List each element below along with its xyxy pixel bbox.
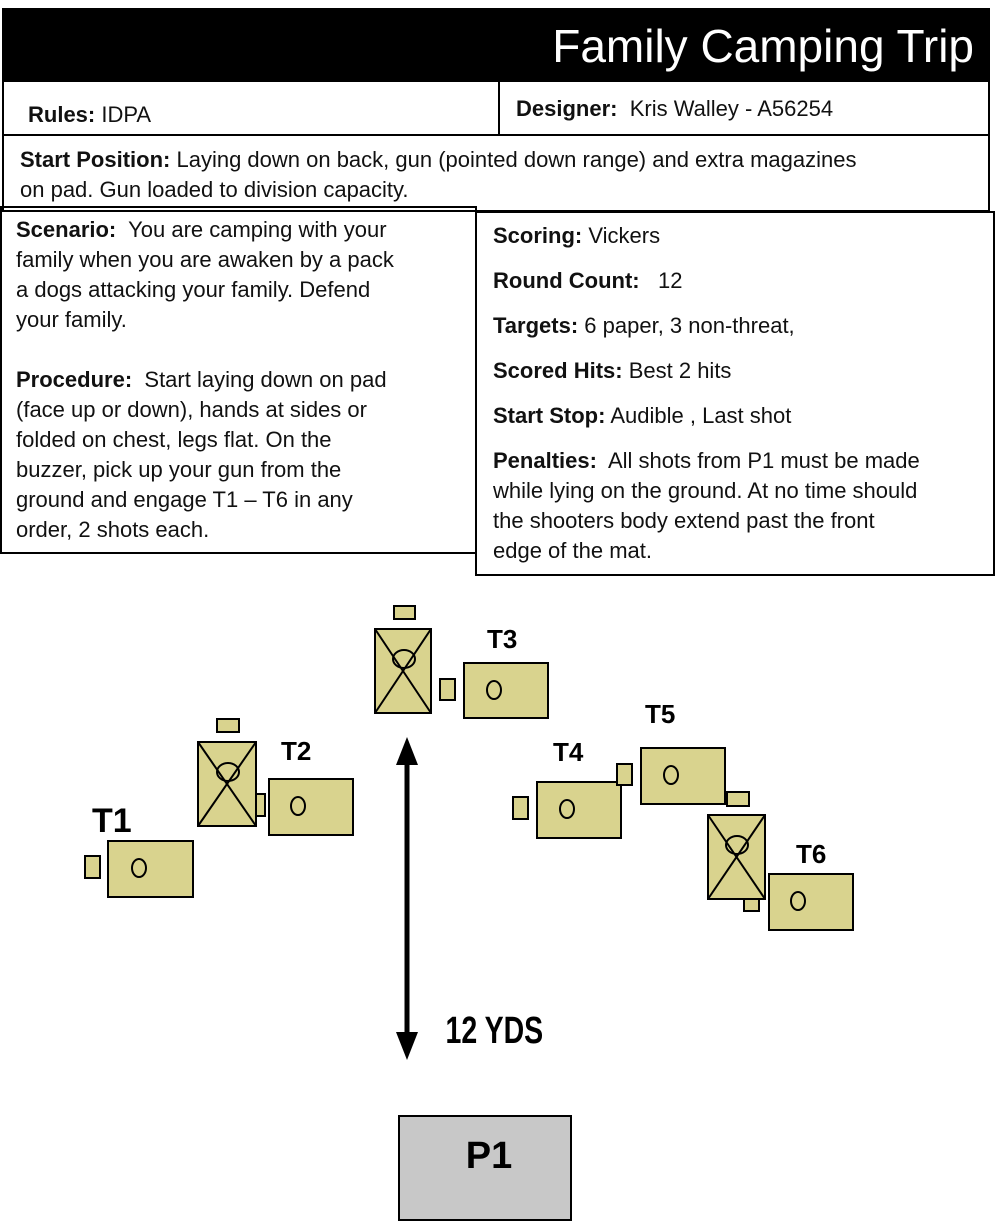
scoring-box: Scoring: Vickers Round Count: 12 Targets… bbox=[475, 211, 995, 576]
no-shoot-target-2-stand bbox=[393, 605, 416, 620]
t2-center-circle bbox=[290, 796, 306, 816]
penalties-label: Penalties: bbox=[493, 448, 597, 473]
scenario-label: Scenario: bbox=[16, 217, 117, 242]
target-t4 bbox=[536, 781, 622, 839]
round-count-value: 12 bbox=[657, 268, 683, 293]
scoring-value: Vickers bbox=[588, 223, 661, 248]
start-stop-value: Audible , Last shot bbox=[610, 403, 792, 428]
no-shoot-3-x-b bbox=[707, 814, 766, 900]
target-t6 bbox=[768, 873, 854, 931]
t4-center-circle bbox=[559, 799, 575, 819]
distance-arrow-head-down bbox=[396, 1032, 418, 1060]
shooting-position-p1 bbox=[398, 1115, 572, 1221]
procedure-line2: (face up or down), hands at sides or bbox=[16, 397, 367, 422]
target-t1-stand bbox=[84, 855, 101, 879]
start-position-label: Start Position: bbox=[20, 147, 171, 172]
no-shoot-target-1-stand bbox=[216, 718, 240, 733]
start-stop-label: Start Stop: bbox=[493, 403, 606, 428]
target-t1 bbox=[107, 840, 194, 898]
target-t2 bbox=[268, 778, 354, 836]
no-shoot-2-circle bbox=[392, 649, 416, 669]
procedure-line1: Start laying down on pad bbox=[144, 367, 387, 392]
label-t1: T1 bbox=[92, 802, 132, 840]
target-t5 bbox=[640, 747, 726, 805]
page-title: Family Camping Trip bbox=[552, 20, 974, 72]
no-shoot-1-x-b bbox=[197, 741, 257, 827]
designer-label: Designer: bbox=[516, 96, 618, 121]
label-t3: T3 bbox=[487, 624, 517, 654]
title-bar: Family Camping Trip bbox=[2, 8, 990, 82]
distance-arrow-head-up bbox=[396, 737, 418, 765]
t1-center-circle bbox=[131, 858, 147, 878]
target-t3 bbox=[463, 662, 549, 719]
penalties-line1: All shots from P1 must be made bbox=[607, 448, 920, 473]
scoring-label: Scoring: bbox=[493, 223, 583, 248]
designer-value: Kris Walley - A56254 bbox=[629, 96, 834, 121]
scenario-line3: a dogs attacking your family. Defend bbox=[16, 277, 371, 302]
t5-center-circle bbox=[663, 765, 679, 785]
target-t3-stand bbox=[439, 678, 456, 701]
t6-center-circle bbox=[790, 891, 806, 911]
target-t4-stand bbox=[512, 796, 529, 820]
target-t5-stand bbox=[616, 763, 633, 786]
targets-label: Targets: bbox=[493, 313, 579, 338]
no-shoot-1-circle bbox=[216, 762, 240, 782]
round-count-label: Round Count: bbox=[493, 268, 640, 293]
targets-value: 6 paper, 3 non-threat, bbox=[584, 313, 795, 338]
label-t5: T5 bbox=[645, 699, 675, 729]
start-position-line2: on pad. Gun loaded to division capacity. bbox=[20, 177, 409, 202]
label-t6: T6 bbox=[796, 839, 826, 869]
penalties-line4: edge of the mat. bbox=[493, 538, 652, 563]
label-t4: T4 bbox=[553, 737, 584, 767]
rules-value: IDPA bbox=[101, 102, 152, 127]
start-position-line1: Laying down on back, gun (pointed down r… bbox=[176, 147, 857, 172]
no-shoot-2-x-b bbox=[374, 628, 432, 714]
scored-hits-label: Scored Hits: bbox=[493, 358, 623, 383]
procedure-label: Procedure: bbox=[16, 367, 133, 392]
scored-hits-value: Best 2 hits bbox=[628, 358, 732, 383]
procedure-line6: order, 2 shots each. bbox=[16, 517, 210, 542]
distance-label: 12 YDS bbox=[446, 1010, 544, 1052]
no-shoot-3-circle bbox=[725, 835, 749, 855]
procedure-line4: buzzer, pick up your gun from the bbox=[16, 457, 342, 482]
no-shoot-target-3-stand bbox=[743, 898, 760, 912]
procedure-line5: ground and engage T1 – T6 in any bbox=[16, 487, 353, 512]
start-position-box: Start Position: Laying down on back, gun… bbox=[2, 134, 990, 212]
target-t5-rear-stand bbox=[726, 791, 750, 807]
procedure-line3: folded on chest, legs flat. On the bbox=[16, 427, 332, 452]
scenario-line1: You are camping with your bbox=[128, 217, 387, 242]
label-t2: T2 bbox=[281, 736, 311, 766]
rules-label: Rules: bbox=[28, 102, 96, 127]
scenario-box: Scenario: You are camping with your fami… bbox=[0, 206, 477, 554]
shooting-position-label: P1 bbox=[466, 1135, 512, 1177]
penalties-line2: while lying on the ground. At no time sh… bbox=[493, 478, 918, 503]
penalties-line3: the shooters body extend past the front bbox=[493, 508, 875, 533]
scenario-line2: family when you are awaken by a pack bbox=[16, 247, 394, 272]
t3-center-circle bbox=[486, 680, 502, 700]
scenario-line4: your family. bbox=[16, 307, 127, 332]
